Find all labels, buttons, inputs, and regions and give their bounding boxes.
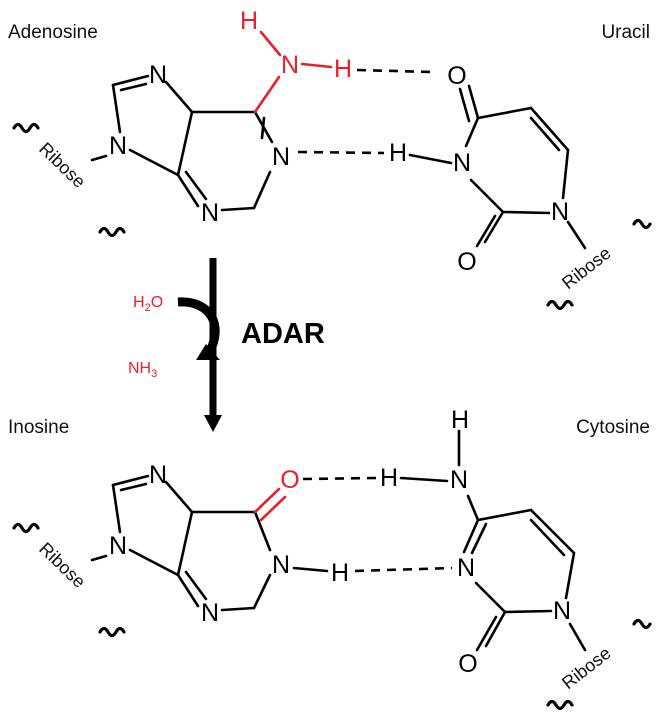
ammonia-label: NH3 — [128, 360, 157, 380]
inosine-structure — [90, 474, 329, 612]
adenosine-amino-h-top: H — [240, 7, 258, 35]
curved-arrow-head — [196, 344, 220, 360]
adenosine-n1: N — [272, 143, 290, 171]
uracil-o4: O — [447, 62, 466, 90]
ribose-squiggle-uracil-right — [632, 218, 652, 230]
inosine-n9: N — [109, 532, 127, 560]
cytosine-amino-h-bond: H — [380, 464, 398, 492]
ribose-squiggle-adenosine-right — [98, 226, 126, 238]
adenosine-amino-n: N — [281, 51, 299, 79]
inosine-n1: N — [272, 551, 290, 579]
uracil-title: Uracil — [601, 22, 650, 43]
cytosine-title: Cytosine — [576, 417, 650, 438]
adenosine-n3: N — [201, 199, 219, 227]
uracil-n1: N — [551, 198, 569, 226]
cytosine-amino-h-top: H — [451, 406, 469, 434]
inosine-n7: N — [149, 461, 167, 489]
inosine-title: Inosine — [8, 417, 69, 438]
cytosine-amino-n: N — [450, 466, 468, 494]
ribose-label-adenosine: Ribose — [35, 138, 89, 191]
cytosine-n3: N — [457, 554, 475, 582]
hbond-inosine-cytosine-2 — [354, 566, 453, 573]
ribose-squiggle-adenosine-left — [12, 122, 40, 134]
uracil-structure — [408, 84, 587, 250]
uracil-o2: O — [457, 248, 476, 276]
adenosine-structure — [90, 30, 333, 212]
cytosine-o2: O — [458, 650, 477, 678]
inosine-o6: O — [280, 466, 299, 494]
cytosine-n1: N — [553, 597, 571, 625]
inosine-n1-h: H — [331, 559, 349, 587]
uracil-n3: N — [453, 149, 471, 177]
water-label: H2O — [133, 294, 163, 314]
adenosine-n9: N — [109, 132, 127, 160]
adenosine-n7: N — [149, 61, 167, 89]
ribose-squiggle-cytosine-right — [632, 618, 652, 630]
ribose-squiggle-uracil-left — [546, 299, 574, 311]
uracil-n3-h: H — [389, 139, 407, 167]
ribose-squiggle-inosine-left — [12, 522, 40, 534]
inosine-n3: N — [201, 599, 219, 627]
hbond-adenosine-uracil-1 — [356, 68, 433, 74]
adenosine-amino-h-bond: H — [334, 55, 352, 83]
ribose-squiggle-inosine-right — [98, 626, 126, 638]
ribose-label-uracil: Ribose — [558, 243, 614, 293]
reaction-arrow-head — [204, 415, 222, 432]
ribose-squiggle-cytosine-left — [546, 699, 574, 711]
cytosine-structure — [399, 429, 587, 652]
adenosine-title: Adenosine — [8, 22, 98, 43]
enzyme-label: ADAR — [241, 318, 325, 350]
hbond-inosine-cytosine-1 — [302, 476, 377, 481]
curved-arrow — [177, 297, 220, 358]
ribose-label-inosine: Ribose — [35, 538, 89, 591]
hbond-adenosine-uracil-2 — [297, 150, 385, 155]
ribose-label-cytosine: Ribose — [558, 643, 614, 693]
